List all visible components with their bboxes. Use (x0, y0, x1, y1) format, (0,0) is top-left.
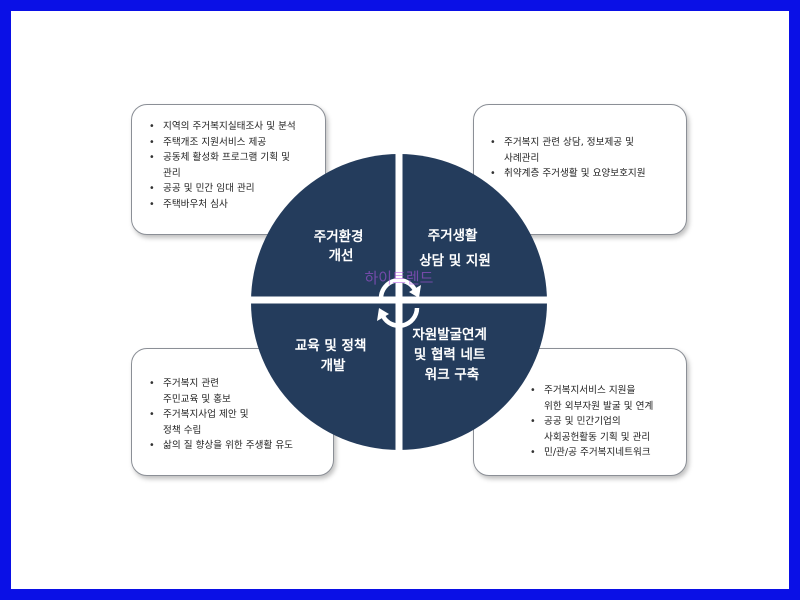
list-item: 공동체 활성화 프로그램 기획 및 관리 (149, 150, 317, 181)
cycle-arrows-icon (377, 278, 421, 328)
list-item: 취약계층 주거생활 및 요양보호지원 (490, 166, 678, 182)
list-item: 공공 및 민간 임대 관리 (149, 181, 317, 197)
list-item: 삶의 질 향상을 위한 주생활 유도 (149, 438, 325, 454)
quadrant-label-bottom-left: 교육 및 정책 개발 (295, 337, 371, 374)
list-item: 공공 및 민간기업의 사회공헌활동 기획 및 관리 (530, 414, 678, 445)
list-item: 지역의 주거복지실태조사 및 분석 (149, 119, 317, 135)
quadrant-circle: 주거환경 개선 주거생활 상담 및 지원 교육 및 정책 개발 자원발굴연계 및… (249, 152, 549, 452)
list-item: 주택바우처 심사 (149, 197, 317, 213)
horizontal-divider (249, 296, 549, 304)
list-item: 주거복지 관련 상담, 정보제공 및 사례관리 (490, 135, 678, 166)
list-item: 주거복지사업 제안 및 정책 수립 (149, 407, 325, 438)
watermark-text: 하이트렌드 (364, 269, 433, 287)
quadrant-label-top-left: 주거환경 개선 (314, 228, 368, 264)
quadrant-label-top-right: 주거생활 상담 및 지원 (419, 227, 491, 269)
list-item: 주거복지서비스 지원을 위한 외부자원 발굴 및 연계 (530, 383, 678, 414)
list-item: 주거복지 관련 주민교육 및 홍보 (149, 376, 325, 407)
list-item: 주택개조 지원서비스 제공 (149, 135, 317, 151)
quadrant-label-bottom-right: 자원발굴연계 및 협력 네트 워크 구축 (412, 326, 491, 383)
info-box-top-left: 지역의 주거복지실태조사 및 분석 주택개조 지원서비스 제공 공동체 활성화 … (131, 104, 326, 235)
info-box-bottom-right: 주거복지서비스 지원을 위한 외부자원 발굴 및 연계 공공 및 민간기업의 사… (473, 348, 687, 476)
list-item: 민/관/공 주거복지네트워크 (530, 445, 678, 461)
